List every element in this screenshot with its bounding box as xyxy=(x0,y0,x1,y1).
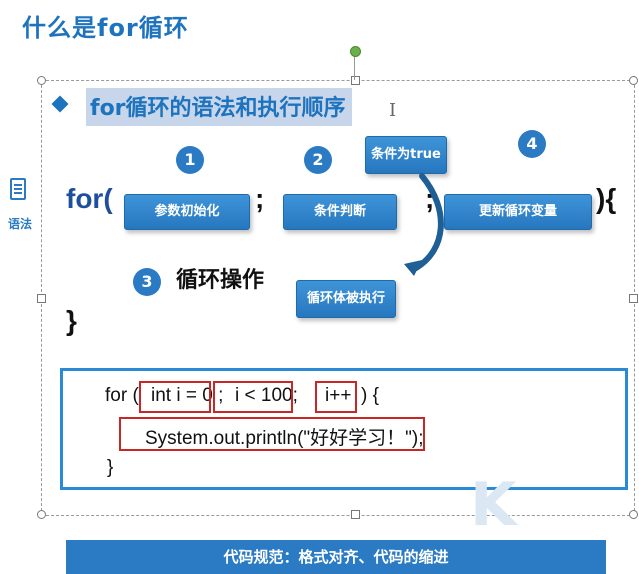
syntax-close: ){ xyxy=(596,183,617,214)
condition-true-box[interactable]: 条件为true xyxy=(365,136,447,174)
book-icon xyxy=(10,178,26,200)
slide-title: 什么是for循环 xyxy=(22,14,189,42)
update-box[interactable]: 更新循环变量 xyxy=(444,194,592,230)
resize-handle-right[interactable] xyxy=(629,294,638,303)
loop-body-executed-box[interactable]: 循环体被执行 xyxy=(296,280,396,318)
step-number-4: 4 xyxy=(518,130,546,158)
resize-handle-top-left[interactable] xyxy=(37,76,46,85)
condition-box[interactable]: 条件判断 xyxy=(283,194,397,230)
code-init: int i = 0 ; xyxy=(151,385,224,406)
code-line1-close: ) { xyxy=(361,385,379,406)
highlight-condition xyxy=(213,381,293,413)
text-cursor-icon: I xyxy=(389,100,397,121)
highlight-loop-body xyxy=(119,417,425,451)
resize-handle-bottom[interactable] xyxy=(351,510,360,519)
section-heading[interactable]: for循环的语法和执行顺序 xyxy=(86,88,352,126)
code-condition: i < 100; xyxy=(235,385,298,406)
code-for: for ( xyxy=(105,385,139,406)
syntax-body-close: } xyxy=(66,305,77,336)
step-number-3: 3 xyxy=(133,268,161,296)
side-label: 语法 xyxy=(8,217,33,231)
resize-handle-top[interactable] xyxy=(351,76,360,85)
resize-handle-top-right[interactable] xyxy=(629,76,638,85)
code-update: i++ xyxy=(325,385,352,406)
code-println: System.out.println("好好学习！"); xyxy=(145,428,424,449)
semicolon-2: ; xyxy=(425,183,435,214)
step-number-1: 1 xyxy=(176,146,204,174)
code-close-brace: } xyxy=(107,457,114,478)
resize-handle-left[interactable] xyxy=(37,294,46,303)
semicolon-1: ; xyxy=(255,183,265,214)
step-number-2: 2 xyxy=(304,146,332,174)
code-standard-banner: 代码规范：格式对齐、代码的缩进 xyxy=(66,540,606,574)
rotate-handle[interactable] xyxy=(350,46,361,57)
selection-frame[interactable] xyxy=(37,76,638,519)
flow-arrow-icon xyxy=(404,173,444,276)
for-keyword: for( xyxy=(66,183,113,214)
highlight-init xyxy=(139,381,211,413)
resize-handle-bottom-right[interactable] xyxy=(629,510,638,519)
highlight-update xyxy=(315,381,357,413)
init-box[interactable]: 参数初始化 xyxy=(124,194,250,230)
watermark-logo: K xyxy=(470,470,517,540)
resize-handle-bottom-left[interactable] xyxy=(37,510,46,519)
loop-operation-label: 循环操作 xyxy=(176,268,265,293)
rotate-connector xyxy=(354,56,355,80)
code-example-panel: for ( int i = 0 ; i < 100; i++ ) { Syste… xyxy=(60,368,628,490)
